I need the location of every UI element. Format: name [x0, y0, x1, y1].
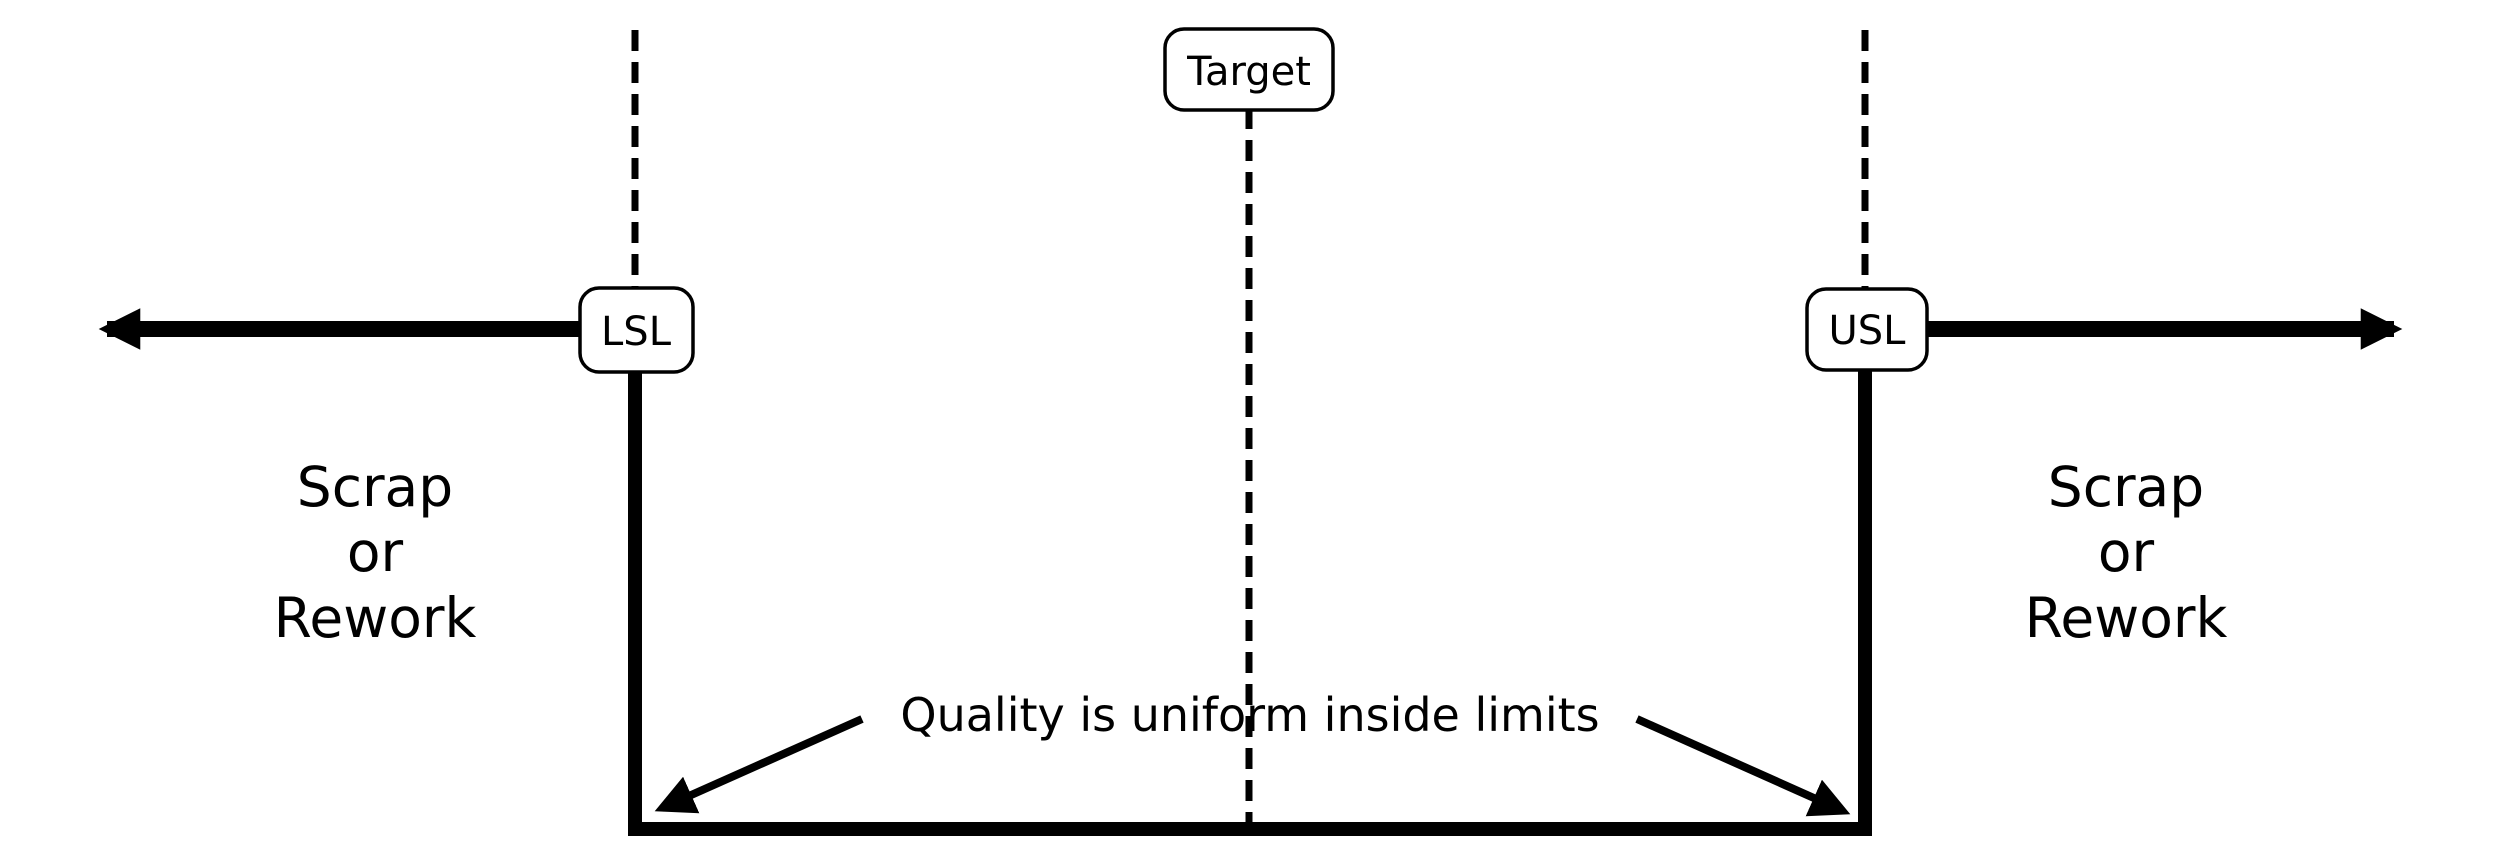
left-zone-label: Scrap or Rework	[274, 455, 477, 650]
annotation-arrow-left	[654, 715, 864, 814]
usl-label: USL	[1829, 308, 1907, 354]
lsl-label: LSL	[601, 309, 672, 355]
right-zone-label: Scrap or Rework	[2025, 455, 2228, 650]
target-label: Target	[1186, 49, 1311, 95]
right-zone-line-1: Scrap	[2048, 455, 2204, 519]
left-zone-line-2: or	[347, 520, 404, 584]
uniform-quality-annotation: Quality is uniform inside limits	[900, 688, 1599, 742]
left-zone-line-1: Scrap	[297, 455, 453, 519]
goalpost-outline	[628, 362, 1872, 836]
annotation-arrow-right	[1635, 715, 1851, 817]
right-zone-line-2: or	[2098, 520, 2155, 584]
usl-label-box	[1805, 287, 1929, 372]
target-label-box	[1163, 27, 1335, 112]
right-zone-line-3: Rework	[2025, 586, 2228, 650]
left-zone-line-3: Rework	[274, 586, 477, 650]
lsl-label-box	[578, 286, 695, 374]
